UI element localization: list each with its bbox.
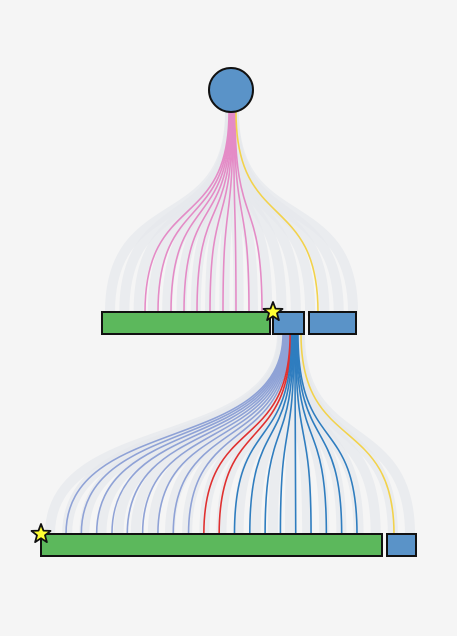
link-level1-blue-a-to-level2-green — [80, 333, 285, 535]
star-icon — [262, 301, 284, 321]
link-root-to-level1-green — [170, 111, 232, 313]
link-level1-blue-a-to-level2-green — [279, 333, 295, 535]
link-level1-blue-a-to-level2-green — [65, 333, 284, 535]
link-level1-blue-a-to-level2-green — [294, 333, 297, 535]
link-root-to-level1-green — [232, 111, 237, 313]
link-level1-blue-a-to-level2-green — [187, 333, 291, 535]
node-level2-blue — [386, 533, 417, 557]
link-level1-blue-a-to-level2-green — [218, 333, 292, 535]
link-level1-blue-a-to-level2-green — [233, 333, 293, 535]
node-level2-green — [40, 533, 383, 557]
link-level1-blue-a-to-level2-green — [295, 333, 328, 535]
star-layer — [30, 301, 284, 543]
link-root-to-level1-green — [209, 111, 234, 313]
link-level1-blue-a-to-level2-green — [294, 333, 312, 535]
link-root-to-level1-green — [234, 111, 263, 313]
link-level1-blue-a-to-level2-green — [172, 333, 290, 535]
link-level1-blue-a-to-level2-green — [126, 333, 287, 535]
link-level1-blue-a-to-level2-green — [157, 333, 289, 535]
node-layer — [40, 67, 417, 557]
link-root-to-level1-green — [144, 111, 230, 313]
node-level1-blue-b — [308, 311, 357, 335]
link-level1-blue-a-to-level2-green — [111, 333, 287, 535]
star-icon — [30, 523, 52, 543]
link-level1-blue-a-to-level2-green — [264, 333, 295, 535]
node-level1-blue-a — [272, 311, 305, 335]
node-level1-green — [101, 311, 271, 335]
link-level1-blue-a-to-level2-green — [248, 333, 294, 535]
link-level1-blue-a-to-level2-blue — [300, 333, 395, 535]
link-level1-blue-a-to-level2-green — [296, 333, 343, 535]
link-level1-blue-a-to-level2-green — [297, 333, 358, 535]
link-level1-blue-a-to-level2-green — [203, 333, 291, 535]
link-root-to-level1-green — [233, 111, 250, 313]
node-root — [208, 67, 254, 113]
link-root-to-level1-green — [157, 111, 231, 313]
link-level1-blue-a-to-level2-green — [95, 333, 286, 535]
link-root-to-level1-blue-b — [235, 111, 319, 313]
link-level1-blue-a-to-level2-green — [141, 333, 288, 535]
link-root-to-level1-green — [196, 111, 233, 313]
link-root-to-level1-green — [222, 111, 234, 313]
link-layer — [65, 111, 395, 535]
link-root-to-level1-green — [183, 111, 232, 313]
